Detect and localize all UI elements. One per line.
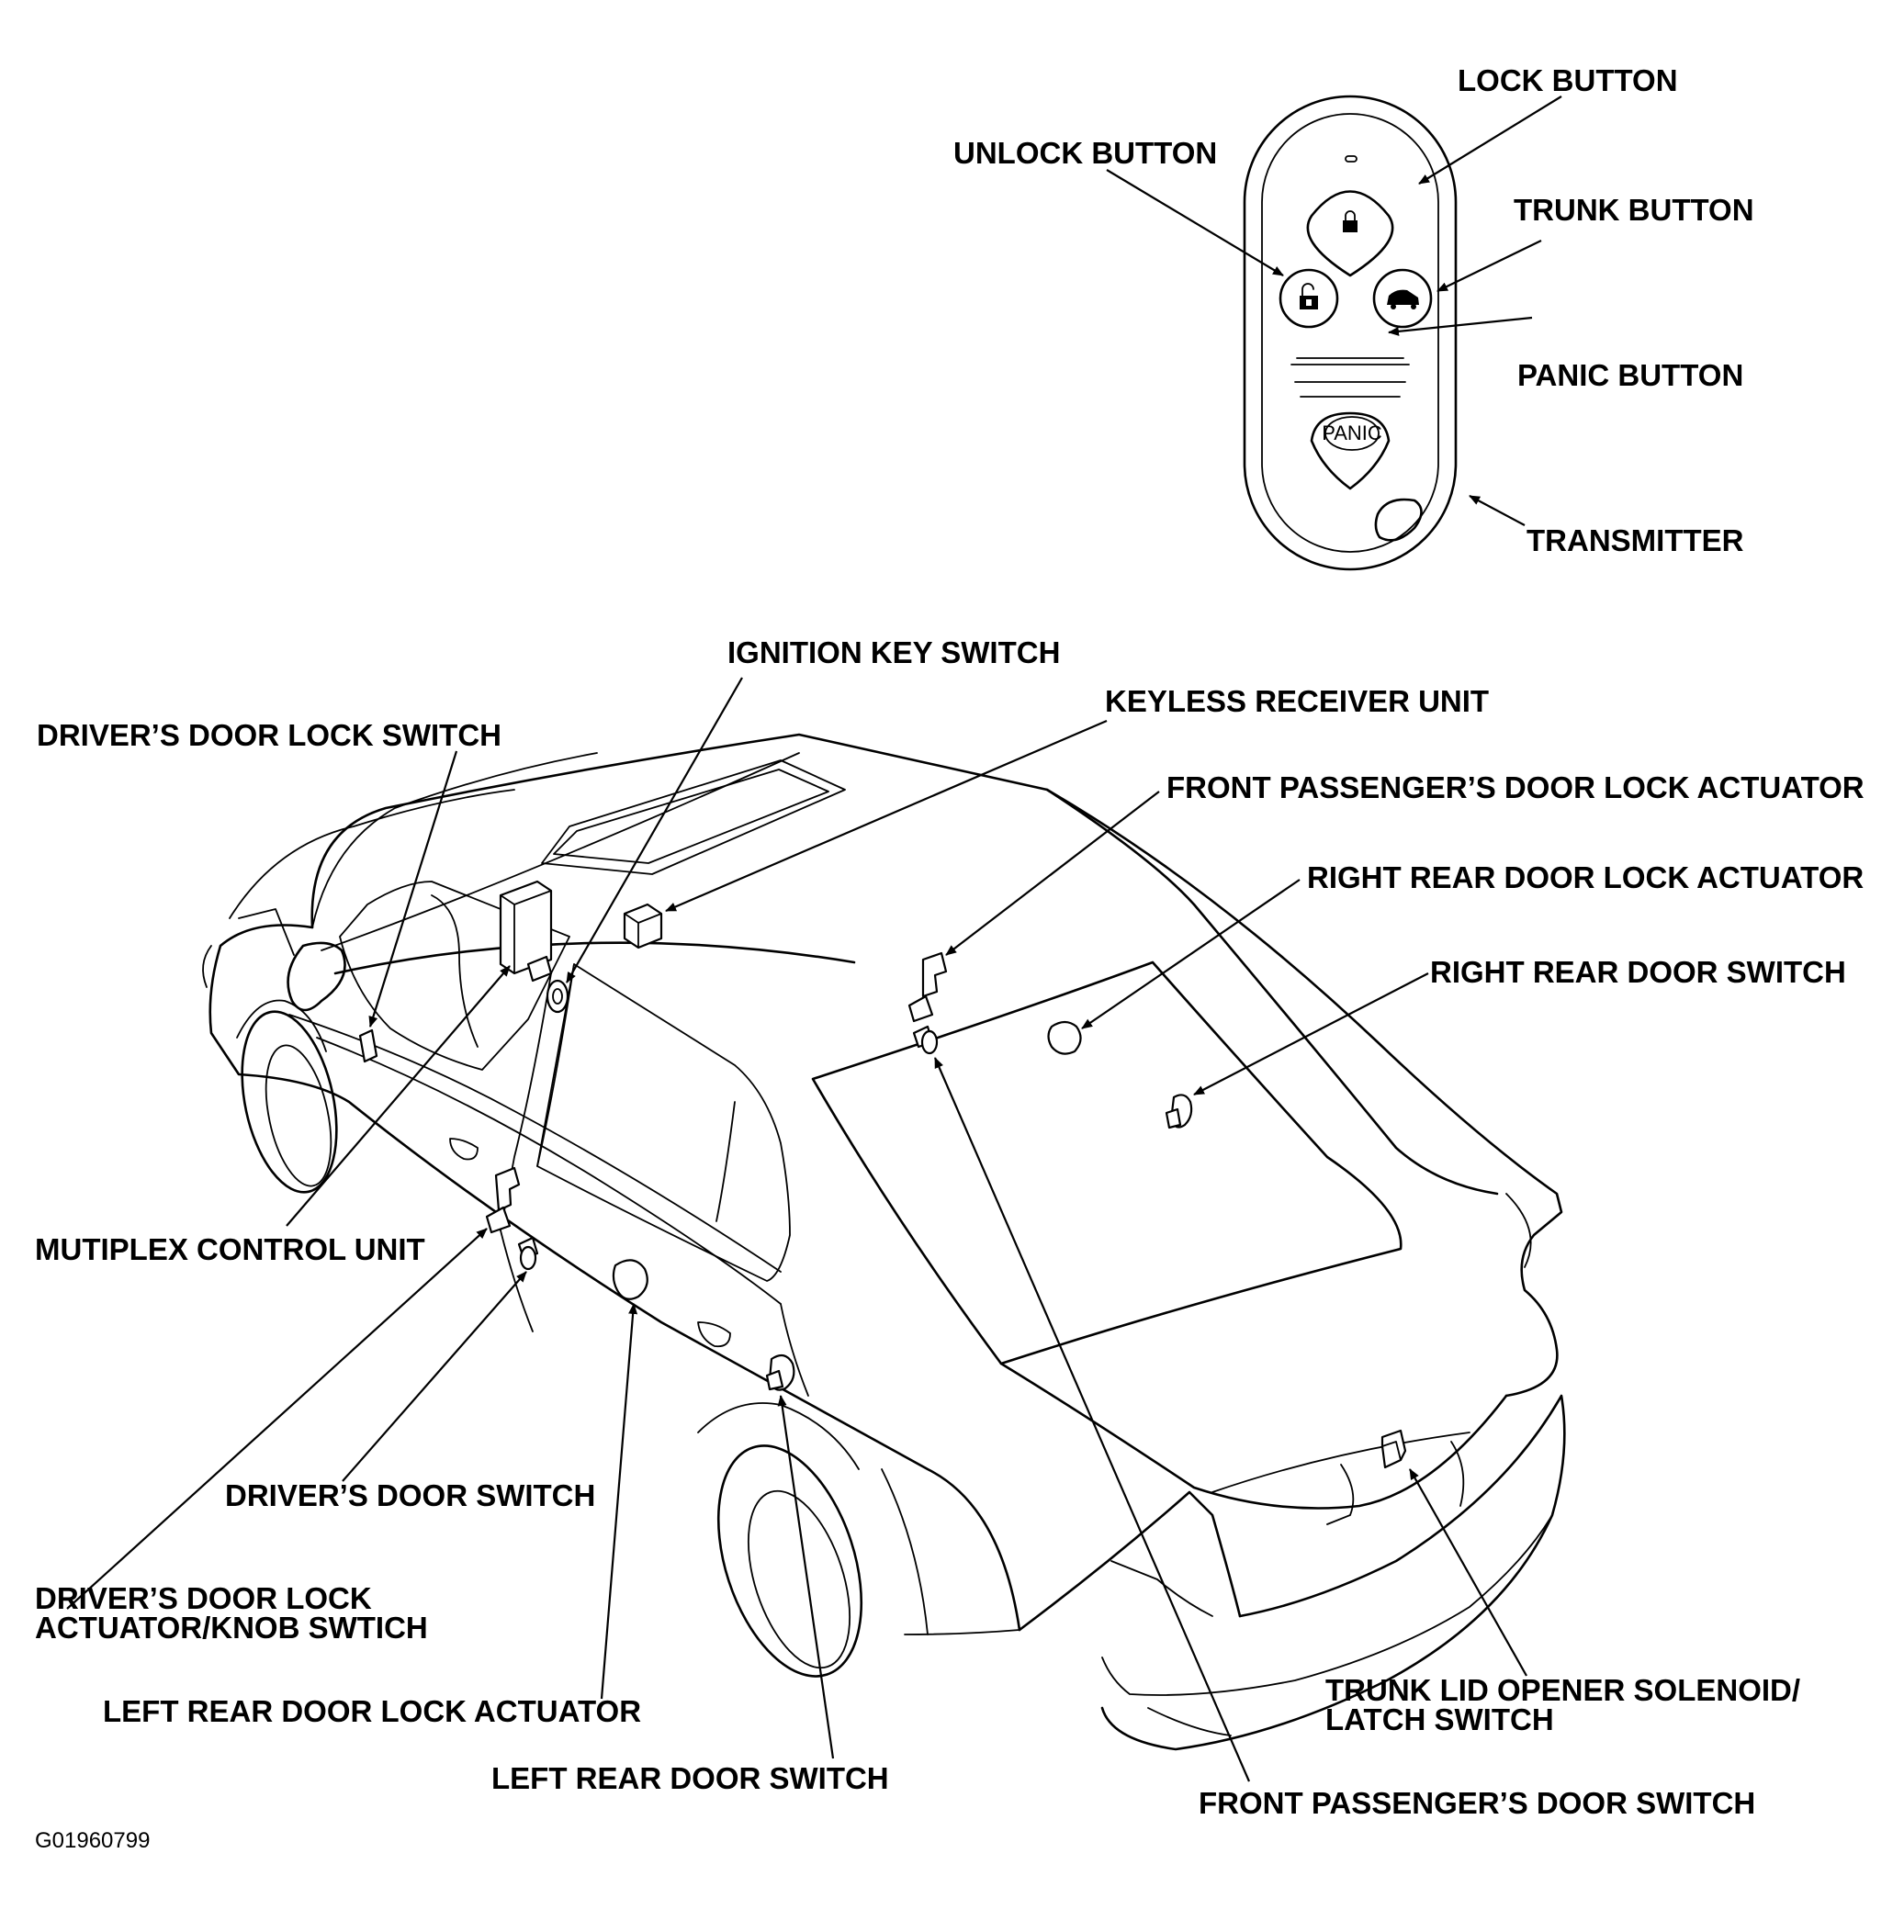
label-lock-button: LOCK BUTTON [1458,63,1678,97]
trunk-lid-opener-solenoid-part [1380,1429,1407,1469]
label-drivers-door-lock-actuator-line1: DRIVER’S DOOR LOCK [35,1581,372,1615]
label-drivers-door-lock-switch: DRIVER’S DOOR LOCK SWITCH [37,718,501,752]
label-panic-button: PANIC BUTTON [1517,358,1743,392]
label-drivers-door-lock-actuator-line2: ACTUATOR/KNOB SWTICH [35,1611,428,1645]
keyless-receiver-unit-part [623,903,663,949]
label-drivers-door-switch: DRIVER’S DOOR SWITCH [225,1478,595,1512]
lock-icon [1343,210,1358,232]
drivers-door-lock-actuator-part [485,1166,521,1234]
front-passenger-door-switch-part [912,1025,939,1055]
front-passenger-door-lock-actuator-part [907,951,948,1023]
label-ignition-key-switch: IGNITION KEY SWITCH [727,635,1060,669]
transmitter-fob: PANIC [1243,95,1458,571]
panic-button[interactable]: PANIC [1310,321,1391,490]
leader-lines [66,95,1562,1782]
multiplex-control-unit-part [499,880,553,975]
unlock-button[interactable] [1279,268,1339,329]
trunk-car-icon [1387,289,1419,309]
label-unlock-button: UNLOCK BUTTON [953,136,1217,170]
label-trunk-lid-opener-line1: TRUNK LID OPENER SOLENOID/ [1325,1673,1800,1707]
left-rear-door-lock-actuator-part [612,1259,648,1300]
lock-button[interactable] [1306,190,1394,277]
label-multiplex-control-unit: MUTIPLEX CONTROL UNIT [35,1232,425,1266]
figure-id: G01960799 [35,1828,150,1853]
label-transmitter: TRANSMITTER [1527,523,1744,557]
right-rear-door-switch-part [1165,1094,1193,1129]
label-front-passenger-door-lock-actuator: FRONT PASSENGER’S DOOR LOCK ACTUATOR [1166,770,1865,804]
right-rear-door-lock-actuator-part [1047,1020,1082,1055]
label-left-rear-door-switch: LEFT REAR DOOR SWITCH [491,1761,889,1795]
unlock-icon [1300,283,1318,309]
trunk-button[interactable] [1372,268,1433,329]
left-rear-door-switch-part [765,1354,795,1391]
label-front-passenger-door-switch: FRONT PASSENGER’S DOOR SWITCH [1199,1786,1755,1820]
ignition-key-switch-part [526,955,569,1014]
label-right-rear-door-switch: RIGHT REAR DOOR SWITCH [1430,955,1846,989]
label-keyless-receiver-unit: KEYLESS RECEIVER UNIT [1105,684,1489,718]
labels: LOCK BUTTON UNLOCK BUTTON TRUNK BUTTON P… [35,63,1865,1853]
drivers-door-lock-switch-part [358,1028,378,1063]
panic-icon: PANIC [1322,421,1382,444]
label-trunk-button: TRUNK BUTTON [1514,193,1754,227]
label-left-rear-door-lock-actuator: LEFT REAR DOOR LOCK ACTUATOR [103,1694,641,1728]
label-right-rear-door-lock-actuator: RIGHT REAR DOOR LOCK ACTUATOR [1307,860,1864,894]
drivers-door-switch-part [517,1236,539,1271]
label-trunk-lid-opener-line2: LATCH SWITCH [1325,1702,1554,1736]
